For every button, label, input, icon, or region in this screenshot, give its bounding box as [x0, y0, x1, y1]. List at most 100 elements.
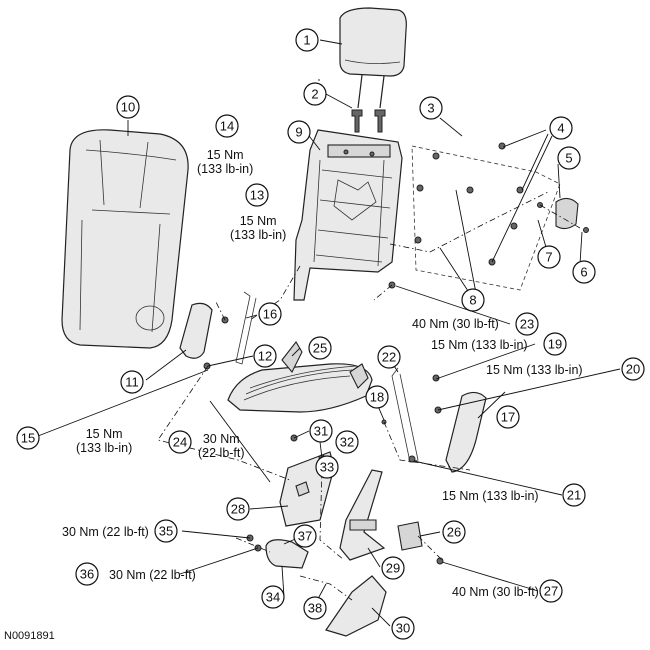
- callout-17: 17: [496, 405, 520, 429]
- callout-number: 19: [548, 337, 562, 352]
- callout-number: 21: [567, 488, 581, 503]
- torque-14: 15 Nm(133 lb-in): [197, 148, 254, 176]
- actuator-part: [265, 539, 309, 569]
- callout-number: 38: [308, 601, 322, 616]
- callout-circle: [419, 96, 443, 120]
- callout-circle: [496, 405, 520, 429]
- callout-circle: [293, 524, 317, 548]
- callout-circle: [245, 183, 269, 207]
- callout-circle: [549, 116, 573, 140]
- outboard-trim-part: [445, 391, 487, 473]
- callout-number: 32: [340, 435, 354, 450]
- torque-24: 30 Nm(22 lb-ft): [198, 432, 245, 460]
- callout-number: 2: [311, 87, 318, 102]
- callout-circle: [258, 302, 282, 326]
- callout-14: 14: [215, 114, 239, 138]
- callout-circle: [442, 520, 466, 544]
- callout-circle: [365, 385, 389, 409]
- callout-number: 29: [386, 561, 400, 576]
- callout-21: 21: [562, 483, 586, 507]
- callout-circle: [215, 114, 239, 138]
- callout-circle: [75, 562, 99, 586]
- callout-circle: [572, 260, 596, 284]
- callout-36: 36: [75, 562, 99, 586]
- callout-circle: [543, 332, 567, 356]
- callout-circle: [308, 336, 332, 360]
- callout-circle: [16, 426, 40, 450]
- callout-1: 1: [295, 28, 319, 52]
- callout-6: 6: [572, 260, 596, 284]
- callout-5: 5: [557, 146, 581, 170]
- callout-13: 13: [245, 183, 269, 207]
- callout-circle: [315, 455, 339, 479]
- callout-circle: [381, 556, 405, 580]
- callout-number: 14: [220, 119, 234, 134]
- riser-part: [339, 469, 386, 561]
- panel-outline-part: [411, 145, 561, 291]
- torque-23: 40 Nm (30 lb-ft): [412, 317, 499, 331]
- callout-number: 30: [396, 621, 410, 636]
- callout-8: 8: [461, 288, 485, 312]
- callout-10: 10: [116, 95, 140, 119]
- latch-part: [397, 521, 423, 551]
- callout-circle: [461, 288, 485, 312]
- handle-bracket-part: [555, 197, 579, 230]
- callout-number: 8: [469, 293, 476, 308]
- callout-number: 5: [565, 151, 572, 166]
- callout-32: 32: [335, 430, 359, 454]
- callout-26: 26: [442, 520, 466, 544]
- callout-number: 16: [263, 307, 277, 322]
- callout-number: 36: [80, 567, 94, 582]
- callout-number: 6: [580, 265, 587, 280]
- callout-12: 12: [253, 344, 277, 368]
- callout-circle: [335, 430, 359, 454]
- base-latch-part: [325, 575, 387, 637]
- callout-31: 31: [309, 419, 333, 443]
- callout-9: 9: [287, 120, 311, 144]
- callout-11: 11: [120, 370, 144, 394]
- callout-number: 25: [313, 341, 327, 356]
- callout-circle: [391, 616, 415, 640]
- headrest-part: [339, 7, 407, 109]
- callout-number: 12: [258, 349, 272, 364]
- callout-number: 27: [544, 584, 558, 599]
- torque-15: 15 Nm(133 lb-in): [76, 427, 133, 455]
- callout-circle: [303, 596, 327, 620]
- callout-24: 24: [168, 430, 192, 454]
- torque-27: 40 Nm (30 lb-ft): [452, 585, 539, 599]
- callout-circle: [226, 497, 250, 521]
- callout-number: 17: [501, 410, 515, 425]
- torque-19: 15 Nm (133 lb-in): [431, 338, 528, 352]
- callout-circle: [253, 344, 277, 368]
- callout-3: 3: [419, 96, 443, 120]
- callout-circle: [116, 95, 140, 119]
- callout-circle: [120, 370, 144, 394]
- figure-id: N0091891: [4, 630, 55, 642]
- leader-lines: [37, 39, 621, 627]
- callout-number: 1: [303, 33, 310, 48]
- assembly-lines: [157, 191, 581, 601]
- callout-29: 29: [381, 556, 405, 580]
- callout-28: 28: [226, 497, 250, 521]
- callout-27: 27: [539, 579, 563, 603]
- seatback-cover-part: [61, 129, 189, 349]
- callout-15: 15: [16, 426, 40, 450]
- callout-circle: [621, 357, 645, 381]
- callout-number: 4: [557, 121, 564, 136]
- callout-number: 22: [382, 350, 396, 365]
- callout-number: 10: [121, 100, 135, 115]
- callout-number: 33: [320, 460, 334, 475]
- callout-number: 11: [125, 375, 139, 390]
- callout-number: 37: [298, 529, 312, 544]
- callout-16: 16: [258, 302, 282, 326]
- callout-number: 26: [447, 525, 461, 540]
- callout-circle: [377, 345, 401, 369]
- callout-18: 18: [365, 385, 389, 409]
- callout-circle: [537, 245, 561, 269]
- torque-20: 15 Nm (133 lb-in): [486, 363, 583, 377]
- wire-bracket-part: [235, 291, 257, 365]
- cushion-frame-part: [227, 341, 373, 413]
- callout-number: 20: [626, 362, 640, 377]
- callout-number: 24: [173, 435, 187, 450]
